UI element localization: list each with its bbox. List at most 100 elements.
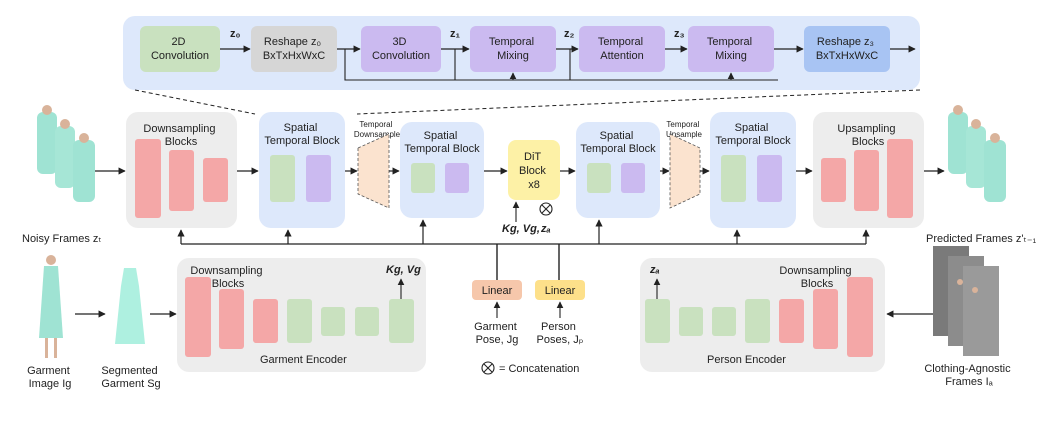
predicted-frames-label: Predicted Frames z'ₜ₋₁ bbox=[926, 233, 1037, 245]
svg-text:Garment Pose, Jɡ: Garment Pose, Jɡ bbox=[474, 321, 520, 346]
reshape3-box bbox=[804, 26, 890, 72]
svg-text:Person Poses, Jₚ: Person Poses, Jₚ bbox=[537, 321, 584, 346]
p-block-1 bbox=[645, 299, 670, 343]
person-poses-label-2: Poses, Jₚ bbox=[537, 334, 584, 346]
stb1-label-1: Spatial bbox=[284, 122, 318, 134]
clothing-agnostic-label-2: Frames Iₐ bbox=[945, 376, 993, 388]
mix1-label-2: Mixing bbox=[497, 50, 529, 62]
up-block-2 bbox=[854, 150, 879, 211]
stb-2 bbox=[400, 122, 484, 218]
stb2-purple bbox=[445, 163, 469, 193]
svg-text:Temporal Downsample: Temporal Downsample bbox=[354, 120, 401, 139]
up-label-2: Blocks bbox=[852, 136, 885, 148]
mix1-label-1: Temporal bbox=[489, 36, 534, 48]
stb1-green bbox=[270, 155, 295, 202]
stb2-label-1: Spatial bbox=[424, 130, 458, 142]
attn-label-1: Temporal bbox=[598, 36, 643, 48]
stb3-purple bbox=[621, 163, 645, 193]
p-block-3 bbox=[712, 307, 736, 336]
conv3d-label-1: 3D bbox=[392, 36, 406, 48]
conv2d-label-1: 2D bbox=[171, 36, 185, 48]
mix2-label-1: Temporal bbox=[707, 36, 752, 48]
svg-text:Downsampling Blocks: Downsampling Blocks bbox=[779, 265, 854, 290]
tdown-label-1: Temporal bbox=[359, 120, 392, 129]
svg-text:Temporal Attention: Temporal Attention bbox=[598, 36, 646, 62]
up-block-1 bbox=[821, 158, 846, 202]
svg-text:Segmented Garment Sɡ: Segmented Garment Sɡ bbox=[101, 365, 160, 390]
linear-person-pose bbox=[535, 280, 585, 300]
svg-text:Temporal Mixing: Temporal Mixing bbox=[489, 36, 537, 62]
reshape0-box bbox=[251, 26, 337, 72]
svg-text:Spatial Temporal Block: Spatial Temporal Block bbox=[404, 130, 480, 155]
p-down-label-2: Blocks bbox=[801, 278, 834, 290]
svg-text:Downsampling Blocks: Downsampling Blocks bbox=[190, 265, 265, 290]
down-block-1 bbox=[135, 139, 161, 218]
down-block-2 bbox=[169, 150, 194, 211]
p-block-7 bbox=[847, 277, 873, 357]
reshape0-label-2: BxTxHxWxC bbox=[263, 50, 325, 62]
p-block-6 bbox=[813, 289, 838, 349]
linear-2-label: Linear bbox=[545, 285, 576, 297]
garment-image-label-2: Image Iɡ bbox=[29, 378, 72, 390]
dit-kv-label: Kɡ, Vɡ, bbox=[502, 223, 540, 235]
stb3-green bbox=[587, 163, 611, 193]
temporal-upsample-shape bbox=[669, 133, 701, 209]
concat-legend-symbol bbox=[481, 361, 495, 375]
svg-text:Spatial Temporal Block: Spatial Temporal Block bbox=[715, 122, 791, 147]
svg-text:DiT Block x8: DiT Block x8 bbox=[519, 151, 549, 191]
dit-block bbox=[508, 140, 560, 200]
dit-za-label: zₐ bbox=[540, 223, 551, 235]
garment-image-label-1: Garment bbox=[27, 365, 70, 377]
down-label-2: Blocks bbox=[165, 136, 198, 148]
g-down-label-1: Downsampling bbox=[190, 265, 262, 277]
mix2-box bbox=[688, 26, 774, 72]
attn-label-2: Attention bbox=[600, 50, 643, 62]
stb4-purple bbox=[757, 155, 782, 202]
p-block-4 bbox=[745, 299, 770, 343]
stb2-label-2: Temporal Block bbox=[404, 143, 480, 155]
garment-encoder-label: Garment Encoder bbox=[260, 354, 347, 366]
stb1-purple bbox=[306, 155, 331, 202]
svg-text:Garment Image Iɡ: Garment Image Iɡ bbox=[27, 365, 73, 390]
attn-box bbox=[579, 26, 665, 72]
svg-text:Clothing-Agnostic Frames I: Clothing-Agnostic Frames Iₐ bbox=[924, 363, 1013, 388]
svg-text:Reshape z₀ BxTxHxWxC: Reshape z₀ BxTxHxWxC bbox=[263, 36, 325, 62]
reshape3-label-2: BxTxHxWxC bbox=[816, 50, 878, 62]
down-label-1: Downsampling bbox=[143, 123, 215, 135]
clothing-agnostic-frames-image bbox=[933, 246, 999, 356]
garment-pose-label-1: Garment bbox=[474, 321, 517, 333]
mix1-box bbox=[470, 26, 556, 72]
svg-text:Temporal Mixing: Temporal Mixing bbox=[707, 36, 755, 62]
dit-label-3: x8 bbox=[528, 179, 540, 191]
svg-text:Downsampling Blocks: Downsampling Blocks bbox=[143, 123, 218, 148]
svg-text:Spatial Temporal Block: Spatial Temporal Block bbox=[264, 122, 340, 147]
g-down-label-2: Blocks bbox=[212, 278, 245, 290]
conv2d-box bbox=[140, 26, 220, 72]
g-block-2 bbox=[219, 289, 244, 349]
conv3d-label-2: Convolution bbox=[372, 50, 430, 62]
g-block-6 bbox=[355, 307, 379, 336]
stb3-label-2: Temporal Block bbox=[580, 143, 656, 155]
g-block-1 bbox=[185, 277, 211, 357]
p-block-5 bbox=[779, 299, 804, 343]
garment-image bbox=[39, 255, 63, 358]
svg-text:Spatial Temporal Block: Spatial Temporal Block bbox=[580, 130, 656, 155]
svg-text:Upsampling Blocks: Upsampling Blocks bbox=[837, 123, 898, 148]
noisy-frames-label: Noisy Frames zₜ bbox=[22, 233, 102, 245]
temporal-downsample-shape bbox=[357, 133, 390, 209]
stb2-green bbox=[411, 163, 435, 193]
clothing-agnostic-label-1: Clothing-Agnostic bbox=[924, 363, 1011, 375]
g-block-7 bbox=[389, 299, 414, 343]
z0-label: z₀ bbox=[230, 28, 241, 40]
z3-label: z₃ bbox=[674, 28, 685, 40]
conv3d-box bbox=[361, 26, 441, 72]
tdown-label-2: Downsample bbox=[354, 130, 401, 139]
up-label-1: Upsampling bbox=[837, 123, 895, 135]
garment-pose-label-2: Pose, Jɡ bbox=[476, 334, 519, 346]
person-za-label: zₐ bbox=[649, 264, 660, 276]
mix2-label-2: Mixing bbox=[715, 50, 747, 62]
dit-label-2: Block bbox=[519, 165, 546, 177]
concat-symbol bbox=[539, 202, 553, 216]
z2-label: z₂ bbox=[564, 28, 575, 40]
